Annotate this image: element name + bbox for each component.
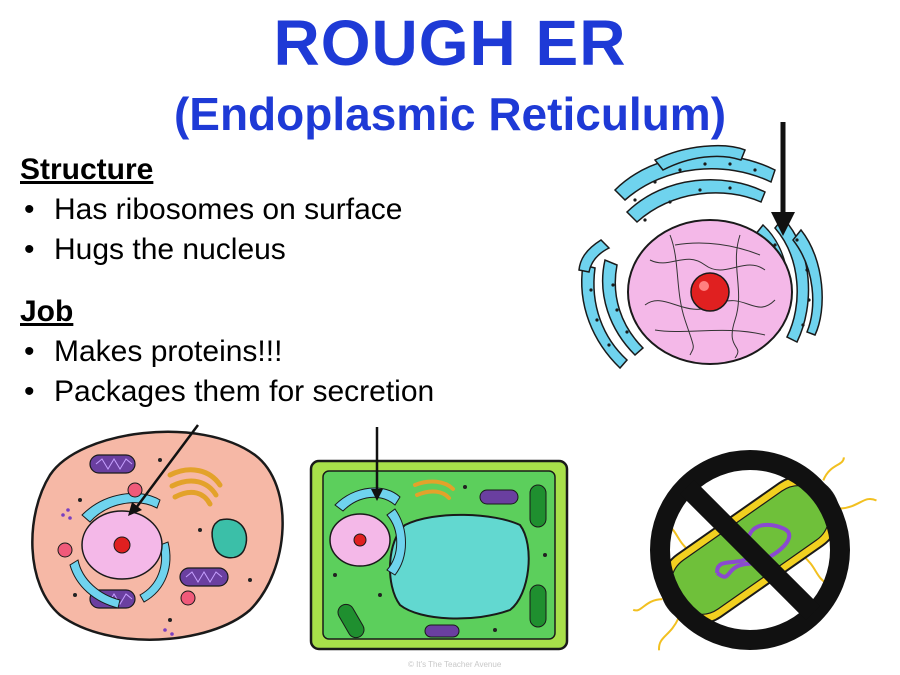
page-title: ROUGH ER — [273, 7, 627, 79]
job-bullet: Packages them for secretion — [20, 372, 434, 412]
job-section: Job Makes proteins!!! Packages them for … — [20, 292, 434, 412]
structure-bullet: Hugs the nucleus — [20, 230, 403, 270]
job-bullet: Makes proteins!!! — [20, 332, 434, 372]
structure-list: Has ribosomes on surface Hugs the nucleu… — [20, 190, 403, 270]
structure-section: Structure Has ribosomes on surface Hugs … — [20, 150, 403, 270]
job-heading: Job — [20, 295, 74, 328]
animal-cell-icon — [31, 424, 284, 641]
job-list: Makes proteins!!! Packages them for secr… — [20, 332, 434, 412]
rough-er-nucleus-icon — [578, 122, 823, 370]
watermark: © It's The Teacher Avenue — [408, 660, 502, 669]
structure-bullet: Has ribosomes on surface — [20, 190, 403, 230]
structure-heading: Structure — [20, 153, 154, 186]
no-bacteria-icon — [632, 450, 877, 651]
page-subtitle: (Endoplasmic Reticulum) — [173, 88, 727, 140]
plant-cell-icon — [309, 427, 569, 651]
